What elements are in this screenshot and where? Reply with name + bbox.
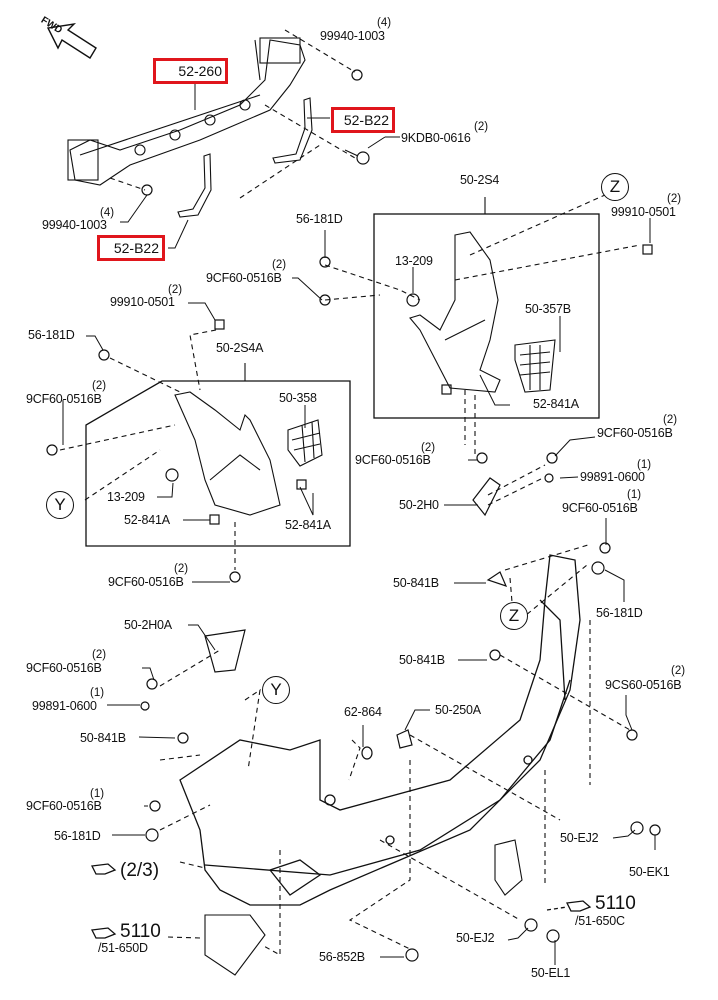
part-qty: (2) [474, 121, 489, 133]
part-label[interactable]: 56-181D [28, 328, 75, 342]
reflector-lamp-left-drawing [204, 914, 266, 976]
part-qty: (2) [92, 380, 107, 392]
bumper-reinforcement-drawing [67, 37, 306, 186]
part-label[interactable]: 50-841B [80, 731, 126, 745]
part-qty: (4) [377, 17, 392, 29]
part-label[interactable]: 56-181D [596, 606, 643, 620]
part-qty: (1) [90, 687, 105, 699]
part-qty: (2) [663, 414, 678, 426]
part-qty: (2) [421, 442, 436, 454]
part-label[interactable]: 9CF60-0516B [355, 453, 431, 467]
part-label[interactable]: 13-209 [107, 490, 145, 504]
part-label[interactable]: 50-EK1 [629, 865, 670, 879]
part-label[interactable]: 9CF60-0516B [26, 799, 102, 813]
part-label[interactable]: 56-852B [319, 950, 365, 964]
fwd-arrow-icon [46, 22, 97, 59]
part-label[interactable]: 99910-0501 [110, 295, 175, 309]
bracket-drawing [177, 153, 212, 218]
part-label[interactable]: 9KDB0-0616 [401, 131, 471, 145]
part-qty: (1) [627, 489, 642, 501]
part-qty: (2) [168, 284, 183, 296]
part-label[interactable]: 9CF60-0516B [26, 661, 102, 675]
leader-lines [62, 82, 656, 965]
view-callout-y[interactable]: Y [46, 491, 74, 519]
highlighted-part-52-b22-upper[interactable]: 52-B22 [331, 107, 395, 133]
part-label[interactable]: 9CF60-0516B [108, 575, 184, 589]
part-qty: (4) [100, 207, 115, 219]
part-label[interactable]: 9CF60-0516B [26, 392, 102, 406]
highlighted-part-52-260[interactable]: 52-260 [153, 58, 228, 84]
part-label[interactable]: 62-864 [344, 705, 382, 719]
part-qty: (1) [637, 459, 652, 471]
reflector-lamp-right-drawing [494, 839, 523, 896]
part-label[interactable]: 50-250A [435, 703, 481, 717]
part-label[interactable]: 99940-1003 [320, 29, 385, 43]
part-label[interactable]: 99891-0600 [580, 470, 645, 484]
part-label[interactable]: 50-2S4A [216, 341, 264, 355]
part-label[interactable]: 9CF60-0516B [206, 271, 282, 285]
reference-sublabel: /51-650C [575, 914, 625, 928]
part-label[interactable]: 50-EJ2 [560, 831, 599, 845]
part-label[interactable]: 50-358 [279, 391, 317, 405]
reference-label[interactable]: (2/3) [120, 860, 160, 881]
part-qty: (2) [174, 563, 189, 575]
part-qty: (2) [272, 259, 287, 271]
reference-label[interactable]: 5110 [595, 893, 636, 914]
part-label[interactable]: 99891-0600 [32, 699, 97, 713]
group-box-50-2s4a [85, 380, 351, 547]
view-callout-y[interactable]: Y [262, 676, 290, 704]
reference-sublabel: /51-650D [98, 941, 148, 955]
part-label[interactable]: 56-181D [54, 829, 101, 843]
part-label[interactable]: 13-209 [395, 254, 433, 268]
part-label[interactable]: 50-841B [393, 576, 439, 590]
reference-label[interactable]: 5110 [120, 921, 161, 942]
part-label[interactable]: 50-EL1 [531, 966, 571, 980]
fastener-icons [46, 69, 661, 962]
part-label[interactable]: 50-EJ2 [456, 931, 495, 945]
part-label[interactable]: 9CF60-0516B [597, 426, 673, 440]
view-callout-z[interactable]: Z [500, 602, 528, 630]
highlighted-part-52-b22-lower[interactable]: 52-B22 [97, 235, 165, 261]
part-label[interactable]: 52-841A [124, 513, 170, 527]
part-label[interactable]: 9CS60-0516B [605, 678, 682, 692]
part-label[interactable]: 9CF60-0516B [562, 501, 638, 515]
part-label[interactable]: 50-2H0A [124, 618, 172, 632]
group-box-50-2s4 [373, 213, 600, 419]
part-number: 52-B22 [113, 240, 159, 256]
view-callout-z[interactable]: Z [601, 173, 629, 201]
part-label[interactable]: 50-357B [525, 302, 571, 316]
part-label[interactable]: 50-841B [399, 653, 445, 667]
part-label[interactable]: 50-2H0 [399, 498, 439, 512]
side-bracket-right-drawing [409, 231, 556, 393]
bumper-cover-drawing [179, 554, 581, 906]
part-label[interactable]: 50-2S4 [460, 173, 500, 187]
part-qty: (2) [667, 193, 682, 205]
side-bracket-left-drawing [174, 391, 323, 516]
part-qty: (2) [671, 665, 686, 677]
part-number: 52-260 [178, 63, 222, 79]
bracket-drawing [272, 97, 313, 164]
part-label[interactable]: 99940-1003 [42, 218, 107, 232]
part-qty: (2) [92, 649, 107, 661]
part-number: 52-B22 [343, 112, 389, 128]
part-label[interactable]: 52-841A [533, 397, 579, 411]
part-label[interactable]: 99910-0501 [611, 205, 676, 219]
part-qty: (1) [90, 788, 105, 800]
reference-pointer-icons [91, 863, 592, 939]
part-label[interactable]: 52-841A [285, 518, 331, 532]
part-label[interactable]: 56-181D [296, 212, 343, 226]
